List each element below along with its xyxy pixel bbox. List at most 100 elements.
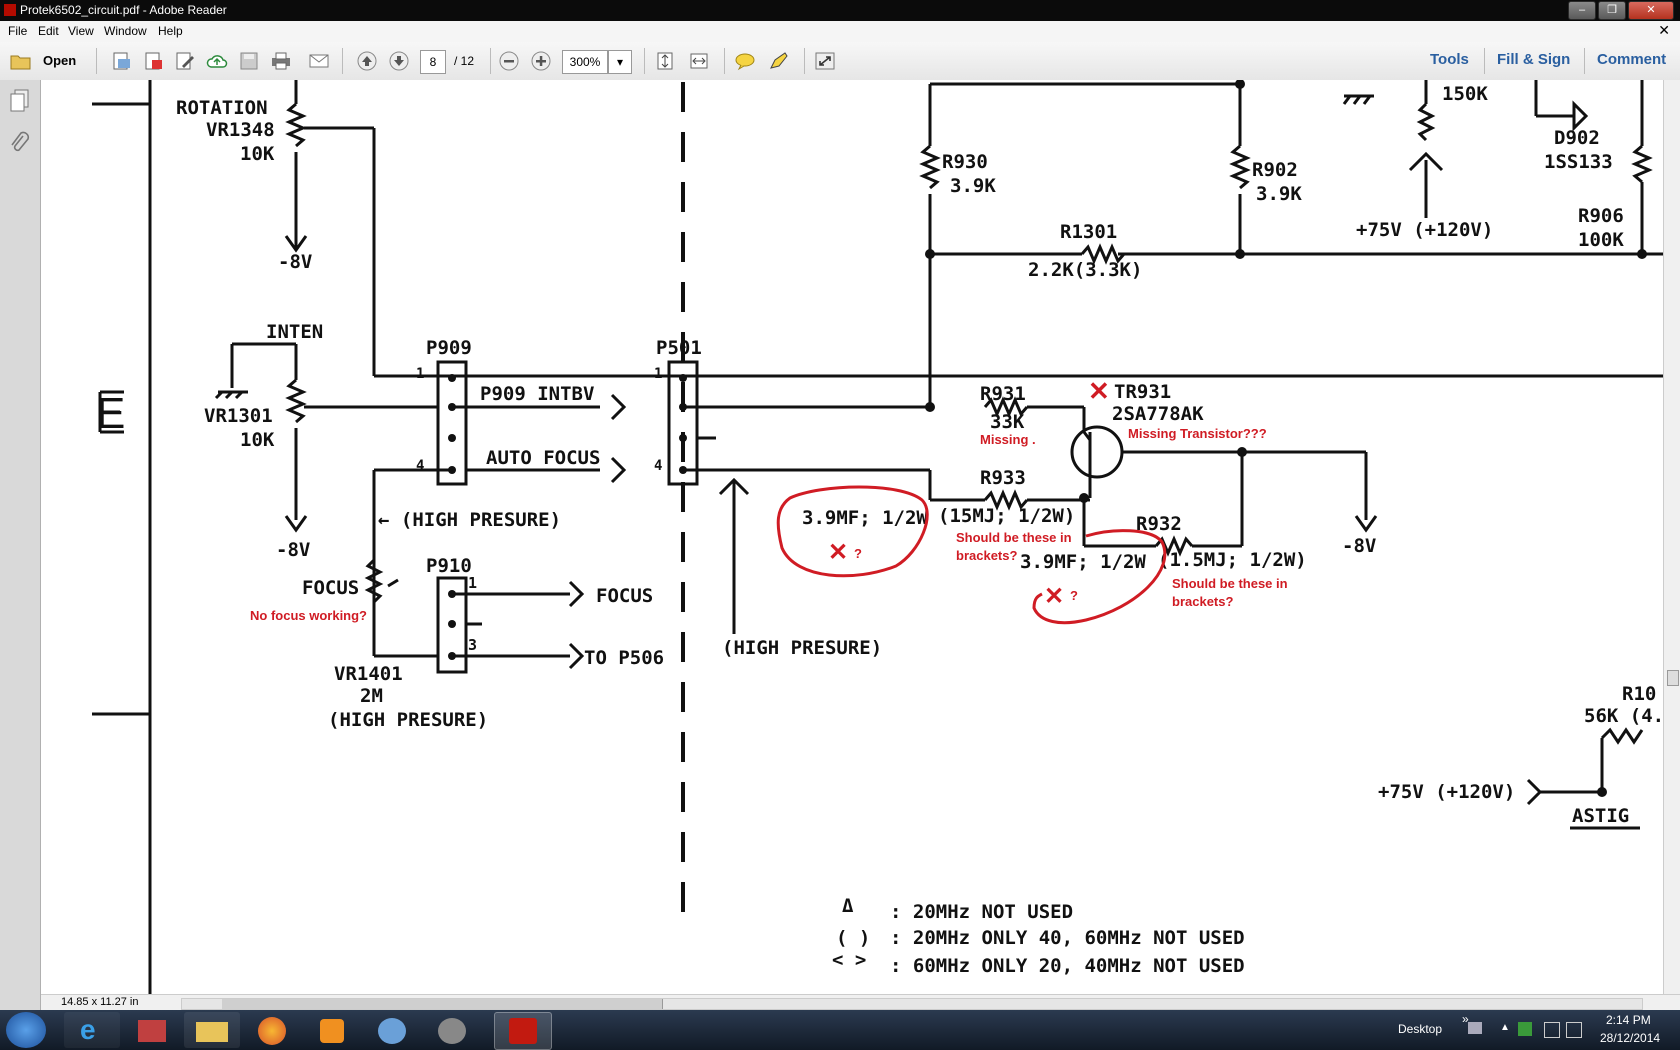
windows-taskbar: e Desktop » ▲ 🔊 2:14 PM 28/12/2014 <box>0 1010 1680 1050</box>
label-vr1348: VR1348 <box>206 119 275 141</box>
label-v75-top: +75V (+120V) <box>1356 219 1493 241</box>
internet-explorer-icon[interactable]: e <box>64 1012 120 1048</box>
label-r10: R10 <box>1622 683 1656 705</box>
label-r932-val: 3.9MF; 1/2W <box>1020 551 1146 573</box>
annotation-brackets-1a: Should be these in <box>956 530 1072 545</box>
annotation-x-r933: ✕ <box>828 539 848 566</box>
menu-view[interactable]: View <box>68 24 94 38</box>
edit-pdf-icon[interactable] <box>174 51 196 71</box>
label-high-presure-3: (HIGH PRESURE) <box>722 637 882 659</box>
schematic-junctions <box>448 80 1647 797</box>
label-r906: R906 <box>1578 205 1624 227</box>
label-p501: P501 <box>656 337 702 359</box>
annotation-brackets-1b: brackets? <box>956 548 1017 563</box>
desktop-toolbar-label[interactable]: Desktop <box>1398 1022 1443 1036</box>
next-page-icon[interactable] <box>388 51 410 71</box>
full-screen-icon[interactable] <box>814 51 836 71</box>
label-56k: 56K (4. <box>1584 705 1663 727</box>
menu-file[interactable]: File <box>8 24 28 38</box>
annotation-question-2: ? <box>1070 588 1078 603</box>
close-button[interactable]: ✕ <box>1628 1 1674 20</box>
label-high-presure-2: (HIGH PRESURE) <box>328 709 488 731</box>
label-p910: P910 <box>426 555 472 577</box>
tray-network-icon[interactable] <box>1544 1022 1560 1038</box>
horizontal-scrollbar[interactable] <box>181 998 1643 1010</box>
tray-app-icon[interactable] <box>1468 1022 1482 1034</box>
adobe-reader-taskbar-icon[interactable] <box>494 1012 552 1050</box>
tray-flag-icon[interactable] <box>1566 1022 1582 1038</box>
label-p910-pin1: 1 <box>468 574 477 592</box>
save-icon[interactable] <box>238 51 260 71</box>
label-pin1: 1 <box>416 366 424 382</box>
highlight-icon[interactable] <box>768 51 790 71</box>
fit-width-icon[interactable] <box>688 51 710 71</box>
clock-time[interactable]: 2:14 PM <box>1606 1013 1651 1027</box>
status-bar: 14.85 x 11.27 in <box>41 994 1680 1011</box>
label-d902-val: 1SS133 <box>1544 151 1613 173</box>
audio-app-icon[interactable] <box>424 1012 480 1048</box>
annotation-missing-transistor: Missing Transistor??? <box>1128 426 1267 441</box>
page-thumbnails-icon[interactable] <box>8 88 32 114</box>
file-explorer-icon[interactable] <box>184 1012 240 1048</box>
open-folder-icon[interactable] <box>10 51 32 71</box>
vertical-scrollbar[interactable] <box>1663 80 1680 994</box>
navigation-pane <box>0 80 41 1010</box>
menu-edit[interactable]: Edit <box>38 24 59 38</box>
media-player-icon[interactable] <box>304 1012 360 1048</box>
label-r932: R932 <box>1136 513 1182 535</box>
export-pdf-icon[interactable] <box>142 51 164 71</box>
previous-page-icon[interactable] <box>356 51 378 71</box>
label-inten: INTEN <box>266 321 323 343</box>
messenger-icon[interactable] <box>364 1012 420 1048</box>
zoom-dropdown[interactable]: ▾ <box>608 50 632 74</box>
window-titlebar: Protek6502_circuit.pdf - Adobe Reader – … <box>0 0 1680 21</box>
create-pdf-icon[interactable] <box>110 51 132 71</box>
menu-help[interactable]: Help <box>158 24 183 38</box>
page-number-input[interactable]: 8 <box>420 50 446 74</box>
label-150k: 150K <box>1442 83 1488 105</box>
toolbar-expand-icon[interactable]: » <box>1462 1012 1469 1026</box>
comment-pane-button[interactable]: Comment <box>1597 51 1667 68</box>
annotation-question-1: ? <box>854 546 862 561</box>
label-focus-left: FOCUS <box>302 577 359 599</box>
zoom-in-icon[interactable] <box>530 51 552 71</box>
label-p501-pin1: 1 <box>654 366 662 382</box>
document-close-icon[interactable]: ✕ <box>1658 22 1670 38</box>
tray-sync-icon[interactable] <box>1518 1022 1532 1036</box>
open-button[interactable]: Open <box>43 53 77 68</box>
media-app-icon[interactable] <box>124 1012 180 1048</box>
label-p909-intbv: P909 INTBV <box>480 383 594 405</box>
fill-sign-pane-button[interactable]: Fill & Sign <box>1497 51 1571 68</box>
label-auto-focus: AUTO FOCUS <box>486 447 600 469</box>
legend-delta-symbol: Δ <box>842 895 854 917</box>
email-icon[interactable] <box>308 51 330 71</box>
fit-page-icon[interactable] <box>654 51 676 71</box>
start-button[interactable] <box>6 1012 46 1048</box>
sticky-note-icon[interactable] <box>734 51 756 71</box>
label-neg8v-3: -8V <box>1342 535 1376 557</box>
label-tr931: TR931 <box>1114 381 1171 403</box>
schematic-labels: ROTATION VR1348 10K -8V INTEN VR1301 10K… <box>176 83 1663 977</box>
minimize-button[interactable]: – <box>1568 1 1596 20</box>
cloud-upload-icon[interactable] <box>206 51 228 71</box>
clock-date[interactable]: 28/12/2014 <box>1600 1031 1661 1045</box>
horizontal-scroll-thumb[interactable] <box>222 999 663 1009</box>
maximize-button[interactable]: ❐ <box>1598 1 1626 20</box>
zoom-level-input[interactable]: 300% <box>562 50 608 74</box>
vertical-scroll-thumb[interactable] <box>1667 670 1679 686</box>
menu-window[interactable]: Window <box>104 24 147 38</box>
tools-pane-button[interactable]: Tools <box>1430 51 1469 68</box>
label-r902-val: 3.9K <box>1256 183 1302 205</box>
label-astig: ASTIG <box>1572 805 1629 827</box>
print-icon[interactable] <box>270 51 292 71</box>
label-r933-alt: (15MJ; 1/2W) <box>938 505 1075 527</box>
tray-show-hidden-icon[interactable]: ▲ <box>1500 1022 1510 1033</box>
attachments-paperclip-icon[interactable] <box>8 130 32 156</box>
label-vr1401: VR1401 <box>334 663 403 685</box>
document-view[interactable]: ROTATION VR1348 10K -8V INTEN VR1301 10K… <box>41 80 1663 994</box>
label-p909: P909 <box>426 337 472 359</box>
label-rotation: ROTATION <box>176 97 268 119</box>
zoom-out-icon[interactable] <box>498 51 520 71</box>
firefox-icon[interactable] <box>244 1012 300 1048</box>
label-tr931-val: 2SA778AK <box>1112 403 1204 425</box>
